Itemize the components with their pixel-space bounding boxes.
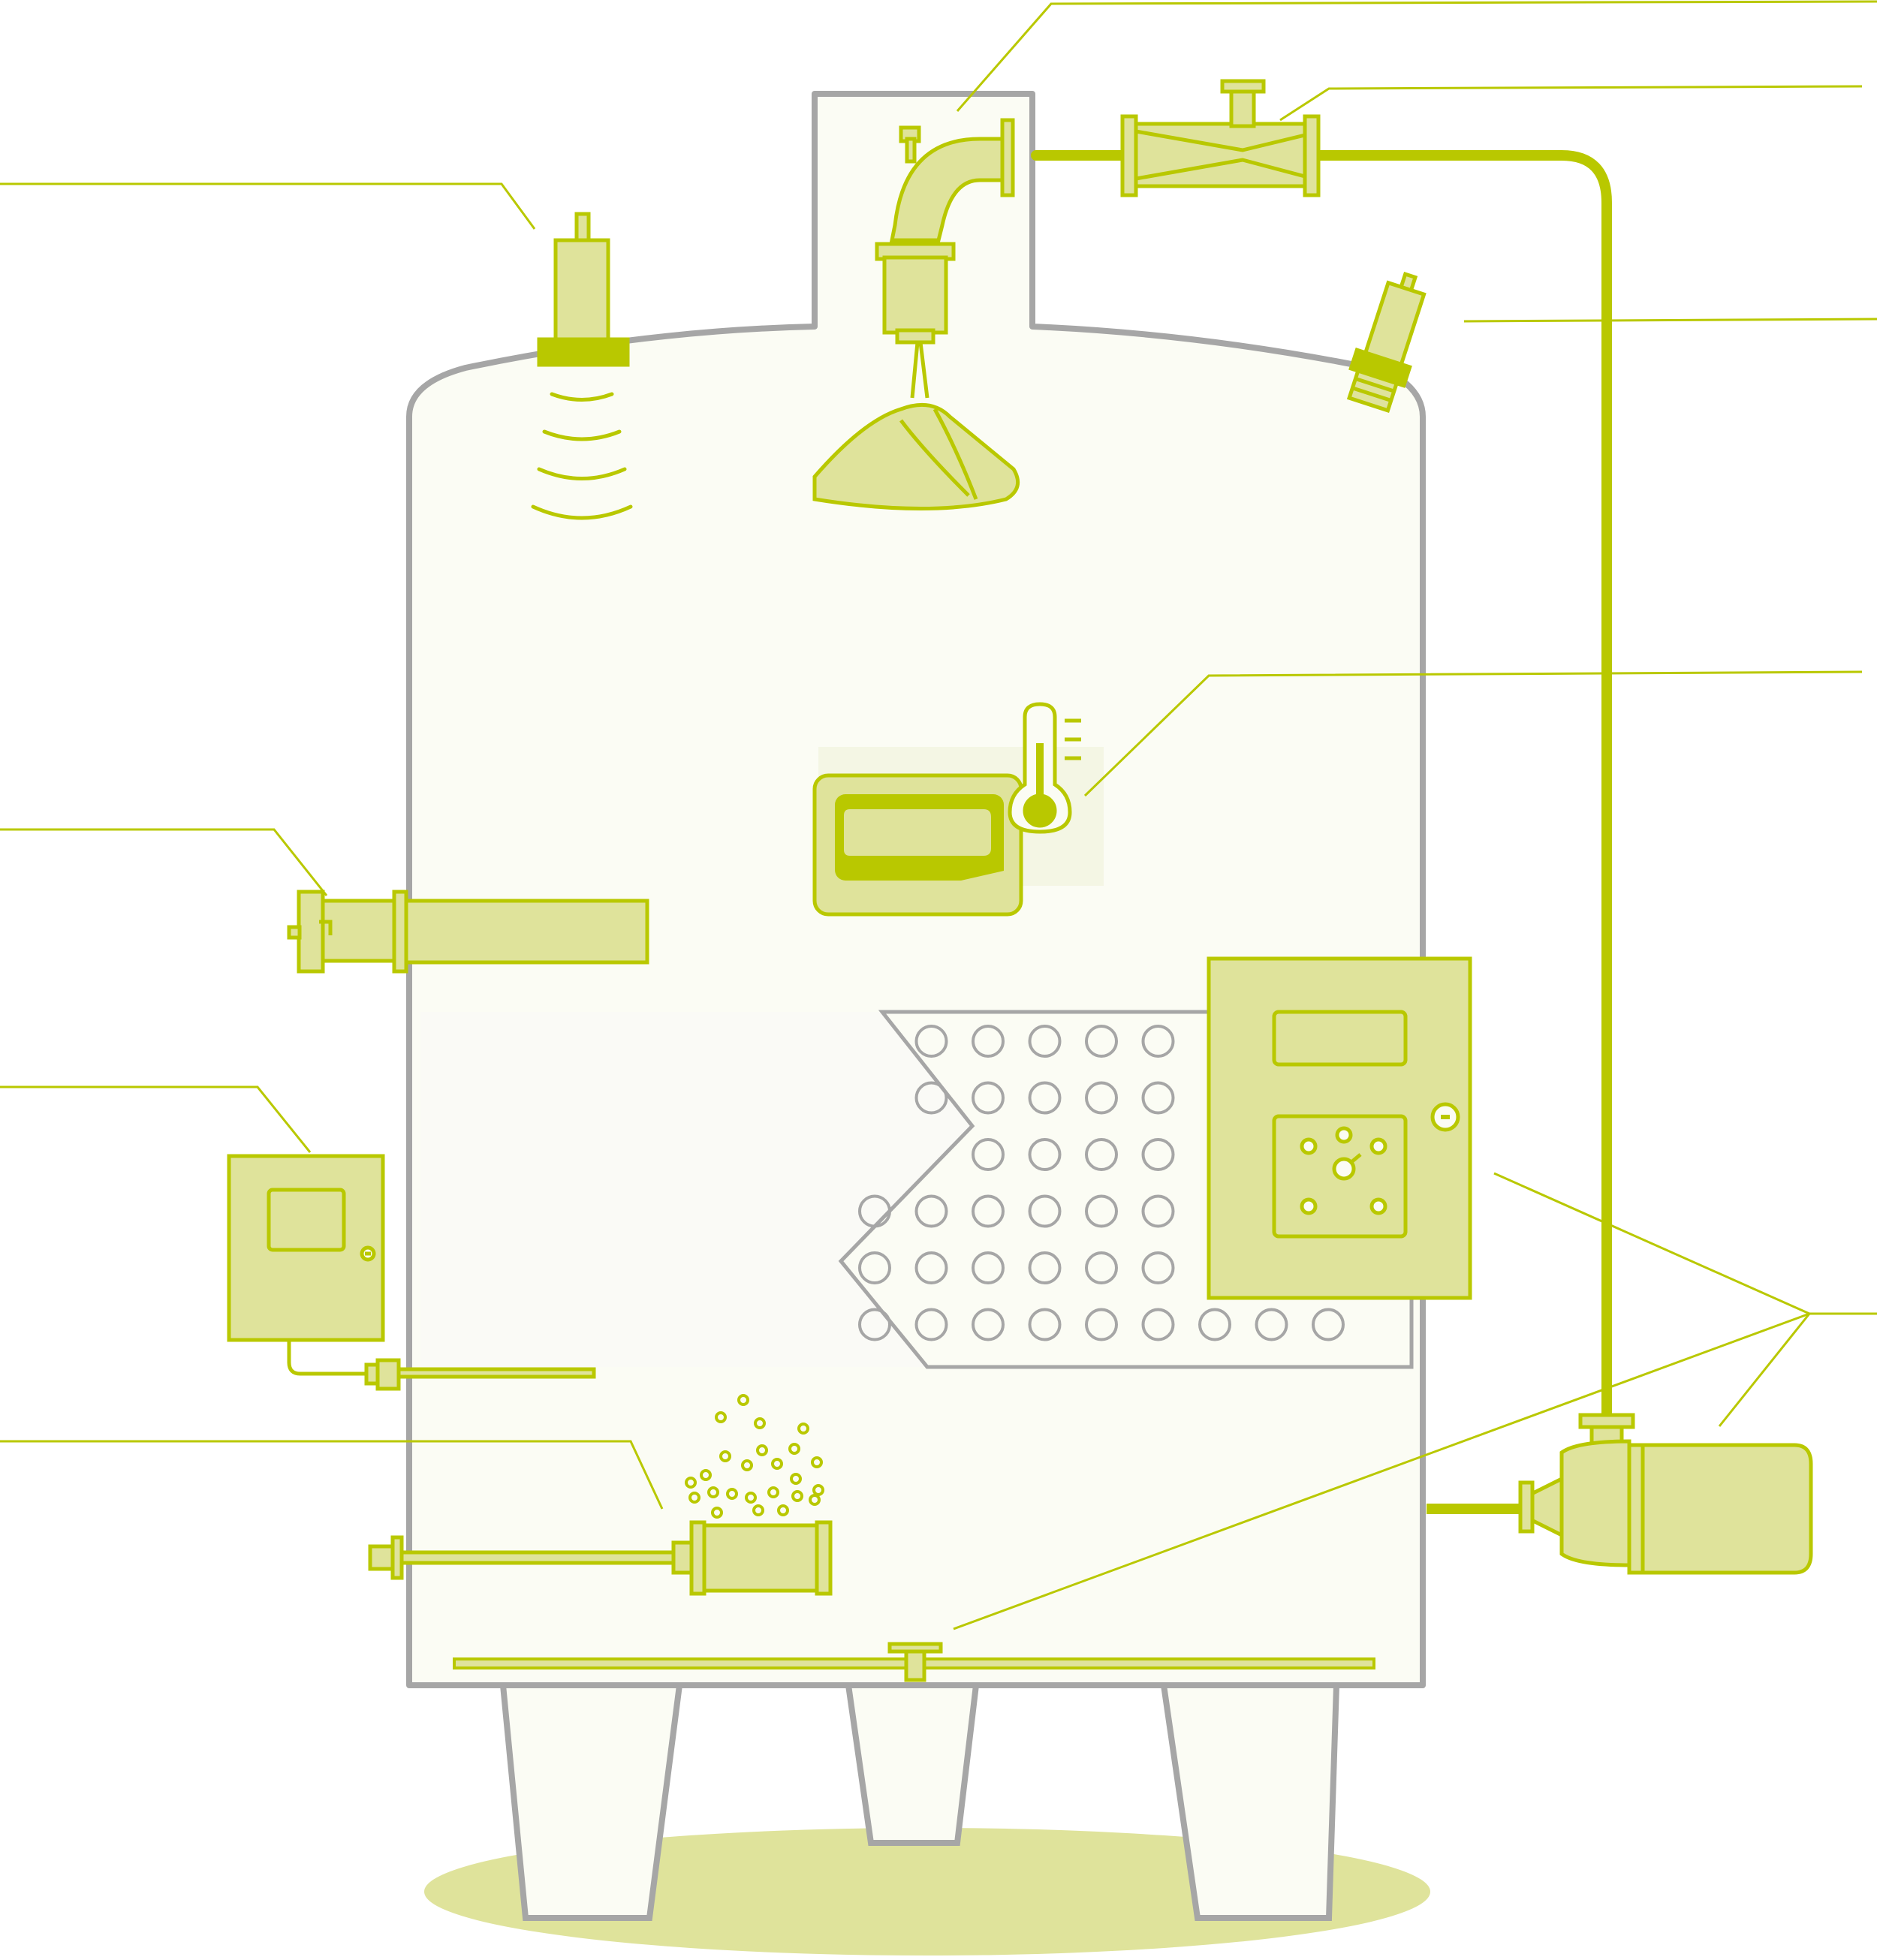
air-bubble xyxy=(756,1444,768,1456)
perforation-hole xyxy=(1085,1138,1118,1171)
thermometer-icon xyxy=(1008,702,1081,834)
air-bubble xyxy=(745,1492,757,1504)
air-bubble xyxy=(812,1484,824,1496)
cip-spray-ball xyxy=(812,118,1020,510)
perforation-hole xyxy=(858,1308,891,1341)
air-bubble xyxy=(771,1458,783,1470)
perforation-hole xyxy=(1141,1194,1175,1228)
air-bubble xyxy=(797,1423,809,1435)
air-bubble xyxy=(715,1411,727,1423)
perforation-hole xyxy=(1141,1025,1175,1058)
air-bubble xyxy=(719,1450,731,1462)
leader-control-panel xyxy=(1493,1172,1810,1315)
perforation-hole xyxy=(972,1025,1005,1058)
leader-control-box xyxy=(0,1085,312,1153)
leader-temperature xyxy=(1083,670,1863,797)
temperature-display xyxy=(812,773,1023,917)
leader-aeration xyxy=(0,1440,664,1510)
air-bubbles xyxy=(685,1394,824,1519)
perforation-hole xyxy=(972,1251,1005,1284)
perforation-hole xyxy=(972,1308,1005,1341)
air-bubble xyxy=(726,1488,738,1500)
perforation-hole xyxy=(1028,1194,1062,1228)
leg-left xyxy=(499,1682,683,1921)
perforation-hole xyxy=(972,1138,1005,1171)
leader-relief-valve xyxy=(1463,318,1877,323)
air-bubble xyxy=(711,1507,723,1519)
circulation-pump xyxy=(1518,1413,1813,1575)
air-bubble xyxy=(777,1504,789,1516)
perforation-hole xyxy=(972,1194,1005,1228)
perforation-hole xyxy=(1141,1081,1175,1115)
air-bubble xyxy=(688,1492,700,1504)
air-bubble xyxy=(788,1443,800,1455)
aeration-diffuser xyxy=(368,1520,833,1596)
leader-drain xyxy=(953,1312,1810,1630)
control-box-small xyxy=(227,1154,596,1391)
ground-shadow xyxy=(424,1828,1430,1955)
perforation-hole xyxy=(1085,1025,1118,1058)
leader-lines xyxy=(0,0,1877,1630)
perforation-hole xyxy=(1028,1308,1062,1341)
perforation-hole xyxy=(1141,1138,1175,1171)
perforation-hole xyxy=(1085,1251,1118,1284)
fill-level-sensor xyxy=(537,212,630,367)
perforation-hole xyxy=(858,1251,891,1284)
leg-right xyxy=(1160,1682,1340,1921)
air-bubble xyxy=(685,1477,697,1489)
bottom-drain xyxy=(887,1642,943,1682)
perforation-hole xyxy=(1198,1308,1231,1341)
air-bubble xyxy=(811,1456,823,1468)
perforation-hole xyxy=(1255,1308,1288,1341)
perforation-hole xyxy=(914,1251,948,1284)
control-panel xyxy=(1207,956,1472,1300)
tank-legs xyxy=(499,1682,1340,1921)
air-bubble xyxy=(707,1486,719,1498)
air-bubble xyxy=(741,1459,753,1471)
perforation-hole xyxy=(914,1081,948,1115)
perforation-hole xyxy=(1312,1308,1345,1341)
perforation-hole xyxy=(1141,1308,1175,1341)
perforation-hole xyxy=(914,1025,948,1058)
pressure-relief-valve xyxy=(1346,271,1427,413)
air-bubble xyxy=(791,1490,803,1502)
perforation-hole xyxy=(972,1081,1005,1115)
perforation-hole xyxy=(1085,1308,1118,1341)
perforation-hole xyxy=(1085,1194,1118,1228)
air-bubble xyxy=(737,1394,749,1406)
perforation-hole xyxy=(1028,1025,1062,1058)
air-bubble xyxy=(790,1473,802,1485)
perforation-hole xyxy=(914,1308,948,1341)
leader-level-sensor xyxy=(0,182,536,230)
leader-pump xyxy=(1718,1313,1811,1427)
leader-venturi xyxy=(1279,85,1863,122)
perforation-hole xyxy=(1141,1251,1175,1284)
perforation-hole xyxy=(1028,1251,1062,1284)
sensor-waves xyxy=(531,392,633,520)
return-pipe xyxy=(1031,150,1612,1424)
side-heater xyxy=(287,890,649,974)
air-bubble xyxy=(700,1469,712,1481)
perforation-holes xyxy=(858,1025,1345,1341)
leader-top-spray xyxy=(956,0,1877,112)
air-bubble xyxy=(754,1417,766,1429)
perforation-hole xyxy=(1028,1081,1062,1115)
perforation-hole xyxy=(914,1194,948,1228)
leader-heater xyxy=(0,828,328,896)
air-bubble xyxy=(767,1486,779,1498)
perforation-hole xyxy=(858,1194,891,1228)
perforation-hole xyxy=(1028,1138,1062,1171)
leg-middle xyxy=(845,1682,980,1846)
air-bubble xyxy=(809,1494,821,1506)
air-bubble xyxy=(752,1504,764,1516)
perforation-hole xyxy=(1085,1081,1118,1115)
venturi-injector xyxy=(1120,79,1321,197)
